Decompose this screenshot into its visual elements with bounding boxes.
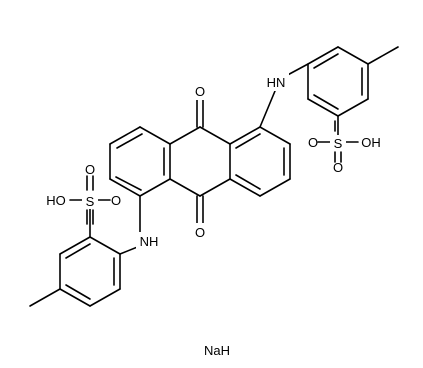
sulfonyl-oxygen-lower-right: O [111,193,121,208]
atom-labels: O O HN NH S S O O OH O O HO NaH [46,73,381,358]
quinone-ring [169,99,231,224]
anthraquinone-left-ring [109,126,171,197]
sulfur-label-lower: S [86,194,95,209]
amine-label-upper: HN [267,75,286,90]
amine-bonds [119,63,309,255]
sulfonyl-oxygen-upper-left: O [308,135,318,150]
lower-left-aryl-ring [29,175,121,307]
sulfonyl-oxygen-upper-bottom: O [333,160,343,175]
sulfonyl-oxygen-lower-top: O [85,162,95,177]
oxygen-label-top: O [195,84,205,99]
upper-right-aryl-ring [307,46,399,163]
oxygen-label-bottom: O [195,225,205,240]
sulfur-label-upper: S [334,136,343,151]
amine-label-lower: NH [140,234,159,249]
anthraquinone-right-ring [229,126,291,197]
sodium-hydride-label: NaH [204,343,230,358]
sulfonic-hydroxyl-upper: OH [361,135,381,150]
sulfonic-hydroxyl-lower: HO [46,193,66,208]
